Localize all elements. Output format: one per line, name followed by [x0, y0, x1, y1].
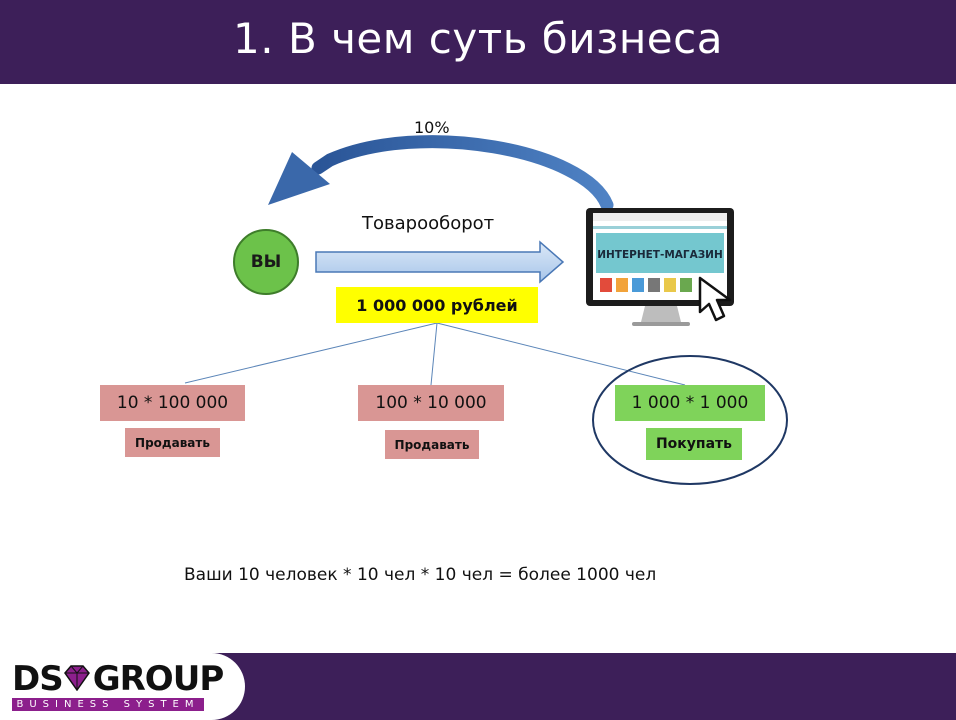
sum-highlight: 1 000 000 рублей [336, 287, 538, 323]
return-arrow-head [268, 152, 330, 205]
monitor-illustration [586, 208, 734, 326]
slide-title: 1. В чем суть бизнеса [233, 14, 723, 63]
sell-label-1: Продавать [125, 428, 220, 457]
cursor-icon [698, 276, 732, 322]
connector-line-1 [184, 322, 438, 384]
option-box-3: 1 000 * 1 000 [615, 385, 765, 421]
logo-left-text: DS [12, 659, 64, 699]
turnover-arrow [315, 240, 565, 284]
turnover-label: Товарооборот [362, 213, 495, 234]
logo-subtitle: BUSINESS SYSTEM [12, 698, 204, 711]
return-arrow [311, 135, 614, 212]
shop-label: ИНТЕРНЕТ-МАГАЗИН [597, 249, 723, 261]
diamond-icon [64, 665, 90, 691]
logo-right-text: GROUP [92, 659, 225, 699]
percent-label: 10% [414, 118, 450, 137]
title-bar [0, 0, 956, 84]
option-box-1: 10 * 100 000 [100, 385, 245, 421]
formula-text: Ваши 10 человек * 10 чел * 10 чел = боле… [184, 565, 657, 585]
logo: DS GROUP [12, 659, 225, 699]
connector-line-3 [436, 322, 686, 386]
option-box-2: 100 * 10 000 [358, 385, 504, 421]
buy-label: Покупать [646, 428, 742, 460]
highlight-ellipse [592, 355, 788, 485]
connector-line-2 [430, 322, 438, 386]
you-circle: ВЫ [233, 229, 299, 295]
sell-label-2: Продавать [385, 430, 479, 459]
